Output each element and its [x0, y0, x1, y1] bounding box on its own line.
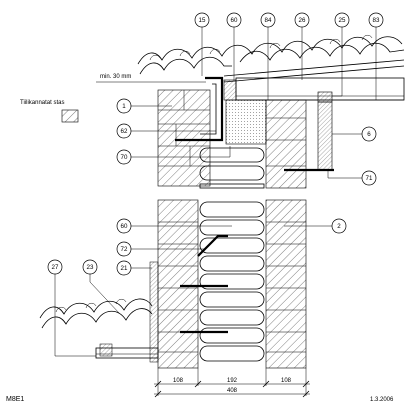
- callout-60-lower: 60: [121, 223, 128, 230]
- timber-stud: [317, 101, 333, 171]
- dim-middle: 192: [227, 378, 238, 384]
- drawing-id: M8E1: [6, 396, 24, 403]
- callout-23: 23: [87, 264, 94, 271]
- roof-tiles-top: [137, 36, 403, 65]
- callout-62: 62: [121, 128, 128, 135]
- brick-wall-inner-bottom: [265, 199, 307, 369]
- dim-left: 108: [173, 378, 184, 384]
- callout-15: 15: [199, 17, 206, 24]
- callout-60: 60: [231, 17, 238, 24]
- legend-swatch: [61, 109, 79, 123]
- left-callouts: 1 62 70: [116, 98, 231, 165]
- callout-83: 83: [373, 17, 380, 24]
- roof-tiles-top-under: [139, 42, 405, 75]
- legend-label: Tiilikannatat stas: [20, 100, 64, 106]
- callout-84: 84: [265, 17, 272, 24]
- bottom-callouts: 60 2 72 21 27 23: [47, 218, 347, 357]
- bottom-section: [39, 199, 307, 369]
- right-callouts: 6 71: [327, 126, 377, 186]
- brick-wall-outer-bottom: [157, 199, 199, 369]
- top-callouts: 15 60 84 26 25 83: [194, 12, 384, 100]
- dim-total: 408: [227, 388, 238, 394]
- min-height-note: min. 30 mm: [100, 74, 131, 80]
- batten: [317, 91, 333, 103]
- callout-21: 21: [121, 265, 128, 272]
- callout-72: 72: [121, 246, 128, 253]
- tray-flashing: [197, 234, 228, 257]
- roof-tiles-bottom: [39, 298, 153, 319]
- top-section: min. 30 mm: [96, 35, 405, 189]
- callout-71: 71: [366, 175, 373, 182]
- callout-25: 25: [339, 17, 346, 24]
- callout-1: 1: [122, 103, 126, 110]
- brick-wall-outer-top: [157, 89, 211, 187]
- insulation-top: [199, 99, 267, 189]
- dim-right: 108: [281, 378, 292, 384]
- callout-27: 27: [52, 264, 59, 271]
- callout-26: 26: [299, 17, 306, 24]
- brick-wall-inner-top: [265, 99, 307, 189]
- callout-6: 6: [367, 131, 371, 138]
- callout-70: 70: [121, 154, 128, 161]
- callout-2: 2: [337, 223, 341, 230]
- tile-curls: [149, 35, 373, 61]
- drawing-date: 1.3.2006: [370, 397, 394, 403]
- insulation-core-bottom: [199, 201, 265, 362]
- dimension-line: 108 192 108 408: [154, 368, 310, 398]
